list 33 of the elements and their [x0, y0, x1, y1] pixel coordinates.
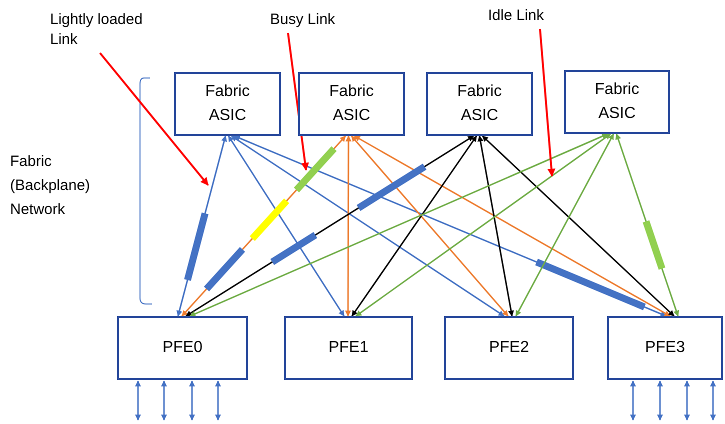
component-box: Fabric ASIC	[426, 72, 533, 136]
link-arrow	[630, 380, 636, 421]
link-arrow	[345, 135, 352, 317]
link-arrow	[515, 133, 614, 317]
callout-text: Lightly loaded Link	[50, 10, 174, 52]
callout-text: Idle Link	[488, 6, 568, 28]
link-arrow	[356, 133, 611, 317]
component-box: Fabric ASIC	[298, 72, 405, 136]
link-arrow	[710, 380, 716, 421]
component-box: Fabric ASIC	[174, 72, 281, 136]
component-box: Fabric ASIC	[564, 70, 670, 134]
link-arrow	[351, 136, 478, 316]
link-arrow	[215, 380, 221, 421]
link-arrow	[228, 136, 345, 316]
link-arrow	[657, 380, 663, 421]
link-arrow	[354, 135, 671, 317]
component-box: PFE3	[607, 316, 723, 380]
link-arrow	[684, 380, 690, 421]
callout-text: Busy Link	[270, 10, 350, 32]
leader-line	[539, 28, 556, 177]
leader-line	[99, 52, 209, 186]
link-arrow	[189, 380, 195, 421]
link-arrow	[350, 136, 509, 316]
component-box: PFE0	[117, 316, 248, 380]
link-arrow	[482, 135, 675, 317]
link-arrow	[135, 380, 141, 421]
link-arrow	[161, 380, 167, 421]
link-arrow	[189, 133, 608, 317]
link-arrow	[231, 135, 504, 317]
link-arrow	[478, 135, 514, 317]
component-box: PFE1	[284, 316, 413, 380]
network-label: Fabric (Backplane) Network	[10, 152, 90, 220]
component-box: PFE2	[444, 316, 574, 380]
